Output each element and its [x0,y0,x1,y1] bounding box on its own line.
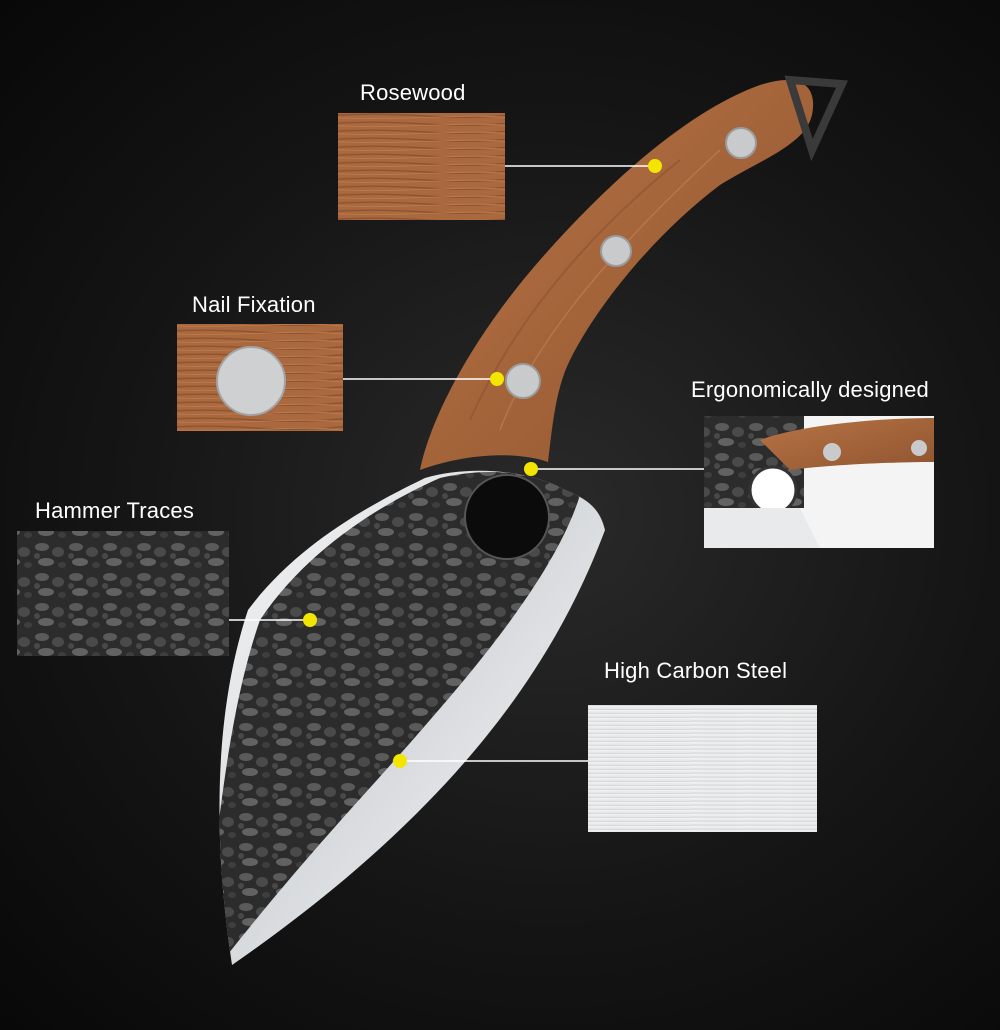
dot-hammer [303,613,317,627]
finger-hole [464,474,550,560]
callout-lines [229,165,704,762]
dot-ergonomic [524,462,538,476]
callout-dots [303,159,662,768]
nail-fixation-swatch [177,324,343,431]
dot-rosewood [648,159,662,173]
dot-nail [490,372,504,386]
hammered-spine [219,472,580,965]
nail-icon [216,346,286,416]
hammer-traces-swatch [17,531,229,656]
rivet-top [725,127,757,159]
ergonomic-swatch [704,416,934,548]
rivet-middle [600,235,632,267]
nail-fixation-label: Nail Fixation [192,292,316,317]
high-carbon-steel-label: High Carbon Steel [604,658,788,683]
high-carbon-steel-swatch [588,705,817,832]
ergonomic-label: Ergonomically designed [691,377,929,402]
lanyard-loop-icon [784,75,849,162]
rosewood-swatch [338,113,505,220]
dot-steel [393,754,407,768]
hammer-traces-label: Hammer Traces [35,498,195,523]
rosewood-label: Rosewood [360,80,466,105]
rivet-bottom [505,363,541,399]
